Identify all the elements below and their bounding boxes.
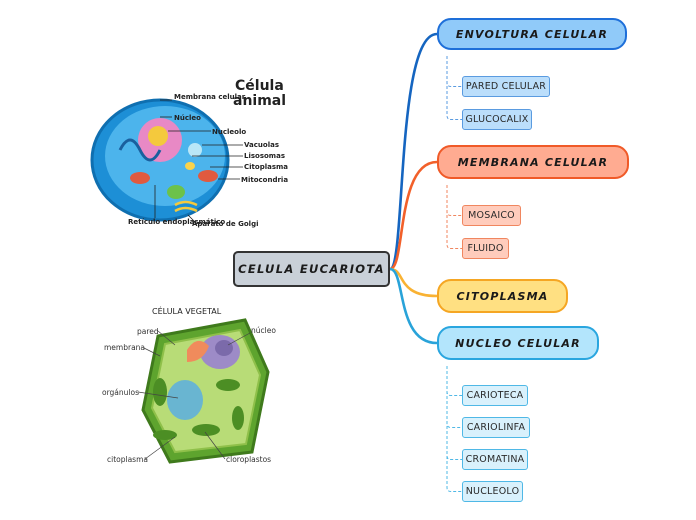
label-citoplasma-vegetal: citoplasma — [107, 455, 148, 464]
branch-envoltura-celular[interactable]: ENVOLTURA CELULAR — [437, 18, 627, 50]
label-reticulo: Retículo endoplasmático — [128, 218, 225, 226]
chloroplast-2 — [216, 379, 240, 391]
subtopic-nucleolo[interactable]: NUCLEOLO — [462, 481, 523, 502]
label-vacuolas: Vacuolas — [244, 141, 279, 149]
subtopic-label: GLUCOCALIX — [465, 114, 529, 125]
label-nucleo: Núcleo — [174, 114, 201, 122]
animal-cell-title-line1: Célula — [235, 78, 284, 94]
branch-membrana-celular[interactable]: MEMBRANA CELULAR — [437, 145, 629, 179]
branch-label: NUCLEO CELULAR — [455, 336, 581, 350]
branch-connector — [389, 160, 438, 271]
chloroplast-5 — [153, 430, 177, 440]
subtopic-carioteca[interactable]: CARIOTECA — [462, 385, 528, 406]
golgi — [187, 340, 209, 362]
label-nucleo-vegetal: núcleo — [251, 326, 276, 335]
branch-connector — [388, 32, 438, 271]
branch-label: ENVOLTURA CELULAR — [455, 27, 609, 41]
chloroplast-4 — [232, 406, 244, 430]
label-cloroplastos: cloroplastos — [226, 455, 271, 464]
nucleolus — [148, 126, 168, 146]
label-mitocondria: Mitocondria — [241, 176, 288, 184]
label-membrana: membrana — [104, 343, 145, 352]
label-nucleolo: Nucleolo — [212, 128, 246, 136]
label-lisosomas: Lisosomas — [244, 152, 285, 160]
subtopic-label: PARED CELULAR — [465, 81, 547, 92]
subtopic-mosaico[interactable]: MOSAICO — [462, 205, 521, 226]
plant-cell — [141, 318, 270, 464]
label-pared: pared — [137, 327, 159, 336]
lysosome — [185, 162, 195, 170]
label-organulos: orgánulos — [102, 388, 139, 397]
animal-cell-title-line2: animal — [233, 93, 286, 109]
chloroplast-1 — [153, 378, 167, 406]
branch-connector — [389, 267, 438, 345]
branch-nucleo-celular[interactable]: NUCLEO CELULAR — [437, 326, 599, 360]
subtopic-connector — [446, 185, 462, 249]
central-topic-label: CELULA EUCARIOTA — [238, 262, 385, 276]
chloroplast-3 — [192, 424, 220, 436]
branch-label: CITOPLASMA — [456, 289, 549, 303]
mitochondrion — [198, 170, 218, 182]
subtopic-label: FLUIDO — [467, 243, 504, 254]
subtopic-connector — [446, 56, 462, 120]
mitochondrion-2 — [130, 172, 150, 184]
plant-cell-title: CÉLULA VEGETAL — [152, 305, 222, 316]
branch-citoplasma[interactable]: CITOPLASMA — [437, 279, 568, 313]
subtopic-glucocalix[interactable]: GLUCOCALIX — [462, 109, 532, 130]
label-membrana-celular: Membrana celular — [174, 93, 246, 101]
subtopic-pared-celular[interactable]: PARED CELULAR — [462, 76, 550, 97]
label-aparato-golgi: Aparato de Golgi — [192, 220, 258, 228]
subtopic-label: NUCLEOLO — [465, 486, 520, 497]
subtopic-connector — [446, 366, 462, 492]
label-citoplasma: Citoplasma — [244, 163, 288, 171]
subtopic-connector — [446, 366, 462, 460]
nucleolus — [215, 340, 233, 356]
animal-cell — [90, 98, 243, 223]
golgi-apparatus — [174, 200, 198, 213]
subtopic-cromatina[interactable]: CROMATINA — [462, 449, 528, 470]
subtopic-label: MOSAICO — [468, 210, 515, 221]
subtopic-fluido[interactable]: FLUIDO — [462, 238, 509, 259]
green-vesicle — [167, 185, 185, 199]
central-topic[interactable]: CELULA EUCARIOTA — [233, 251, 390, 287]
vacuole — [188, 143, 202, 157]
subtopic-label: CROMATINA — [465, 454, 525, 465]
subtopic-cariolinfa[interactable]: CARIOLINFA — [462, 417, 530, 438]
endoplasmic-reticulum — [118, 138, 162, 162]
subtopic-label: CARIOTECA — [466, 390, 524, 401]
vacuole — [167, 380, 203, 420]
branch-label: MEMBRANA CELULAR — [457, 155, 609, 169]
subtopic-label: CARIOLINFA — [466, 422, 526, 433]
